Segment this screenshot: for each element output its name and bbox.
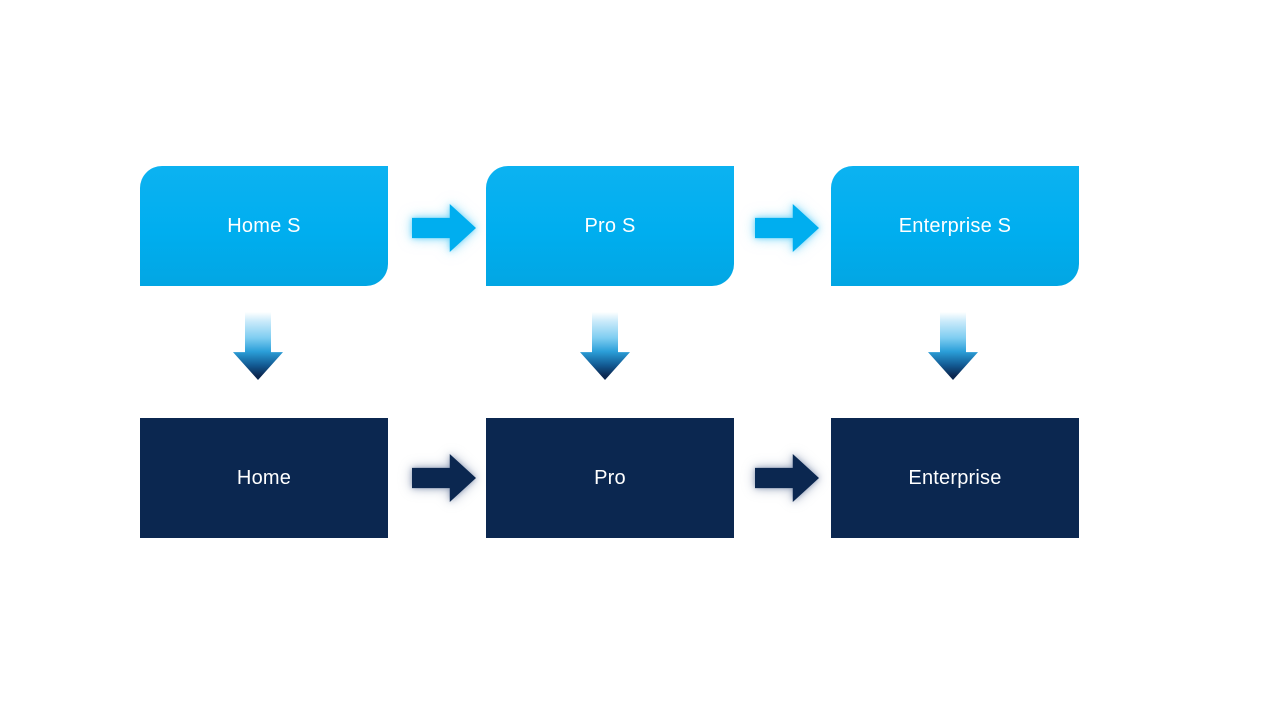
box-label: Home	[236, 466, 292, 489]
arrow-right-icon	[412, 454, 476, 502]
box-label: Pro S	[584, 214, 636, 237]
box-pro-s: Pro S	[486, 166, 734, 286]
box-enterprise: Enterprise	[831, 418, 1079, 538]
right-arrow-top-2	[755, 204, 819, 252]
box-label: Home S	[227, 214, 301, 237]
arrow-right-icon	[755, 454, 819, 502]
box-home-s: Home S	[140, 166, 388, 286]
box-label: Enterprise S	[898, 214, 1012, 237]
box-label: Enterprise	[908, 466, 1002, 489]
box-home: Home	[140, 418, 388, 538]
right-arrow-bottom-2	[755, 454, 819, 502]
right-arrow-top-1	[412, 204, 476, 252]
arrow-right-icon	[412, 204, 476, 252]
arrow-right-icon	[755, 204, 819, 252]
down-arrow-pro	[580, 312, 630, 380]
down-arrow-enterprise	[928, 312, 978, 380]
down-arrow-home	[233, 312, 283, 380]
right-arrow-bottom-1	[412, 454, 476, 502]
box-pro: Pro	[486, 418, 734, 538]
box-label: Pro	[594, 466, 626, 489]
box-enterprise-s: Enterprise S	[831, 166, 1079, 286]
